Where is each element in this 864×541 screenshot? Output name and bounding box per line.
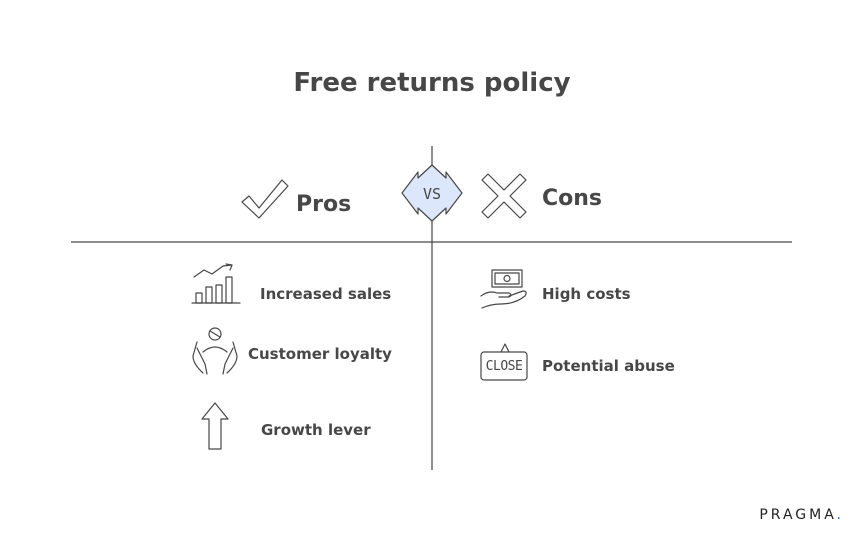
close-sign-icon <box>480 343 528 381</box>
up-arrow-icon <box>201 402 229 450</box>
close-sign-text: CLOSE <box>485 359 523 374</box>
pros-heading: Pros <box>296 192 352 217</box>
brand-name: PRAGMA <box>759 507 837 523</box>
check-icon <box>241 179 289 219</box>
cons-item-high-costs: High costs <box>542 285 631 303</box>
pros-item-increased-sales: Increased sales <box>260 285 392 303</box>
cons-heading: Cons <box>542 186 603 211</box>
pros-item-customer-loyalty: Customer loyalty <box>248 345 392 363</box>
hand-money-icon <box>480 269 527 309</box>
brand-dot: . <box>836 507 844 523</box>
bar-chart-trend-icon <box>191 263 241 304</box>
cross-icon <box>481 173 527 219</box>
cons-item-potential-abuse: Potential abuse <box>542 357 675 375</box>
vs-label: VS <box>422 185 442 203</box>
pros-item-growth-lever: Growth lever <box>261 421 371 439</box>
page-title: Free returns policy <box>293 68 571 98</box>
brand-logo: PRAGMA. <box>759 507 844 523</box>
hands-person-icon <box>192 327 238 375</box>
